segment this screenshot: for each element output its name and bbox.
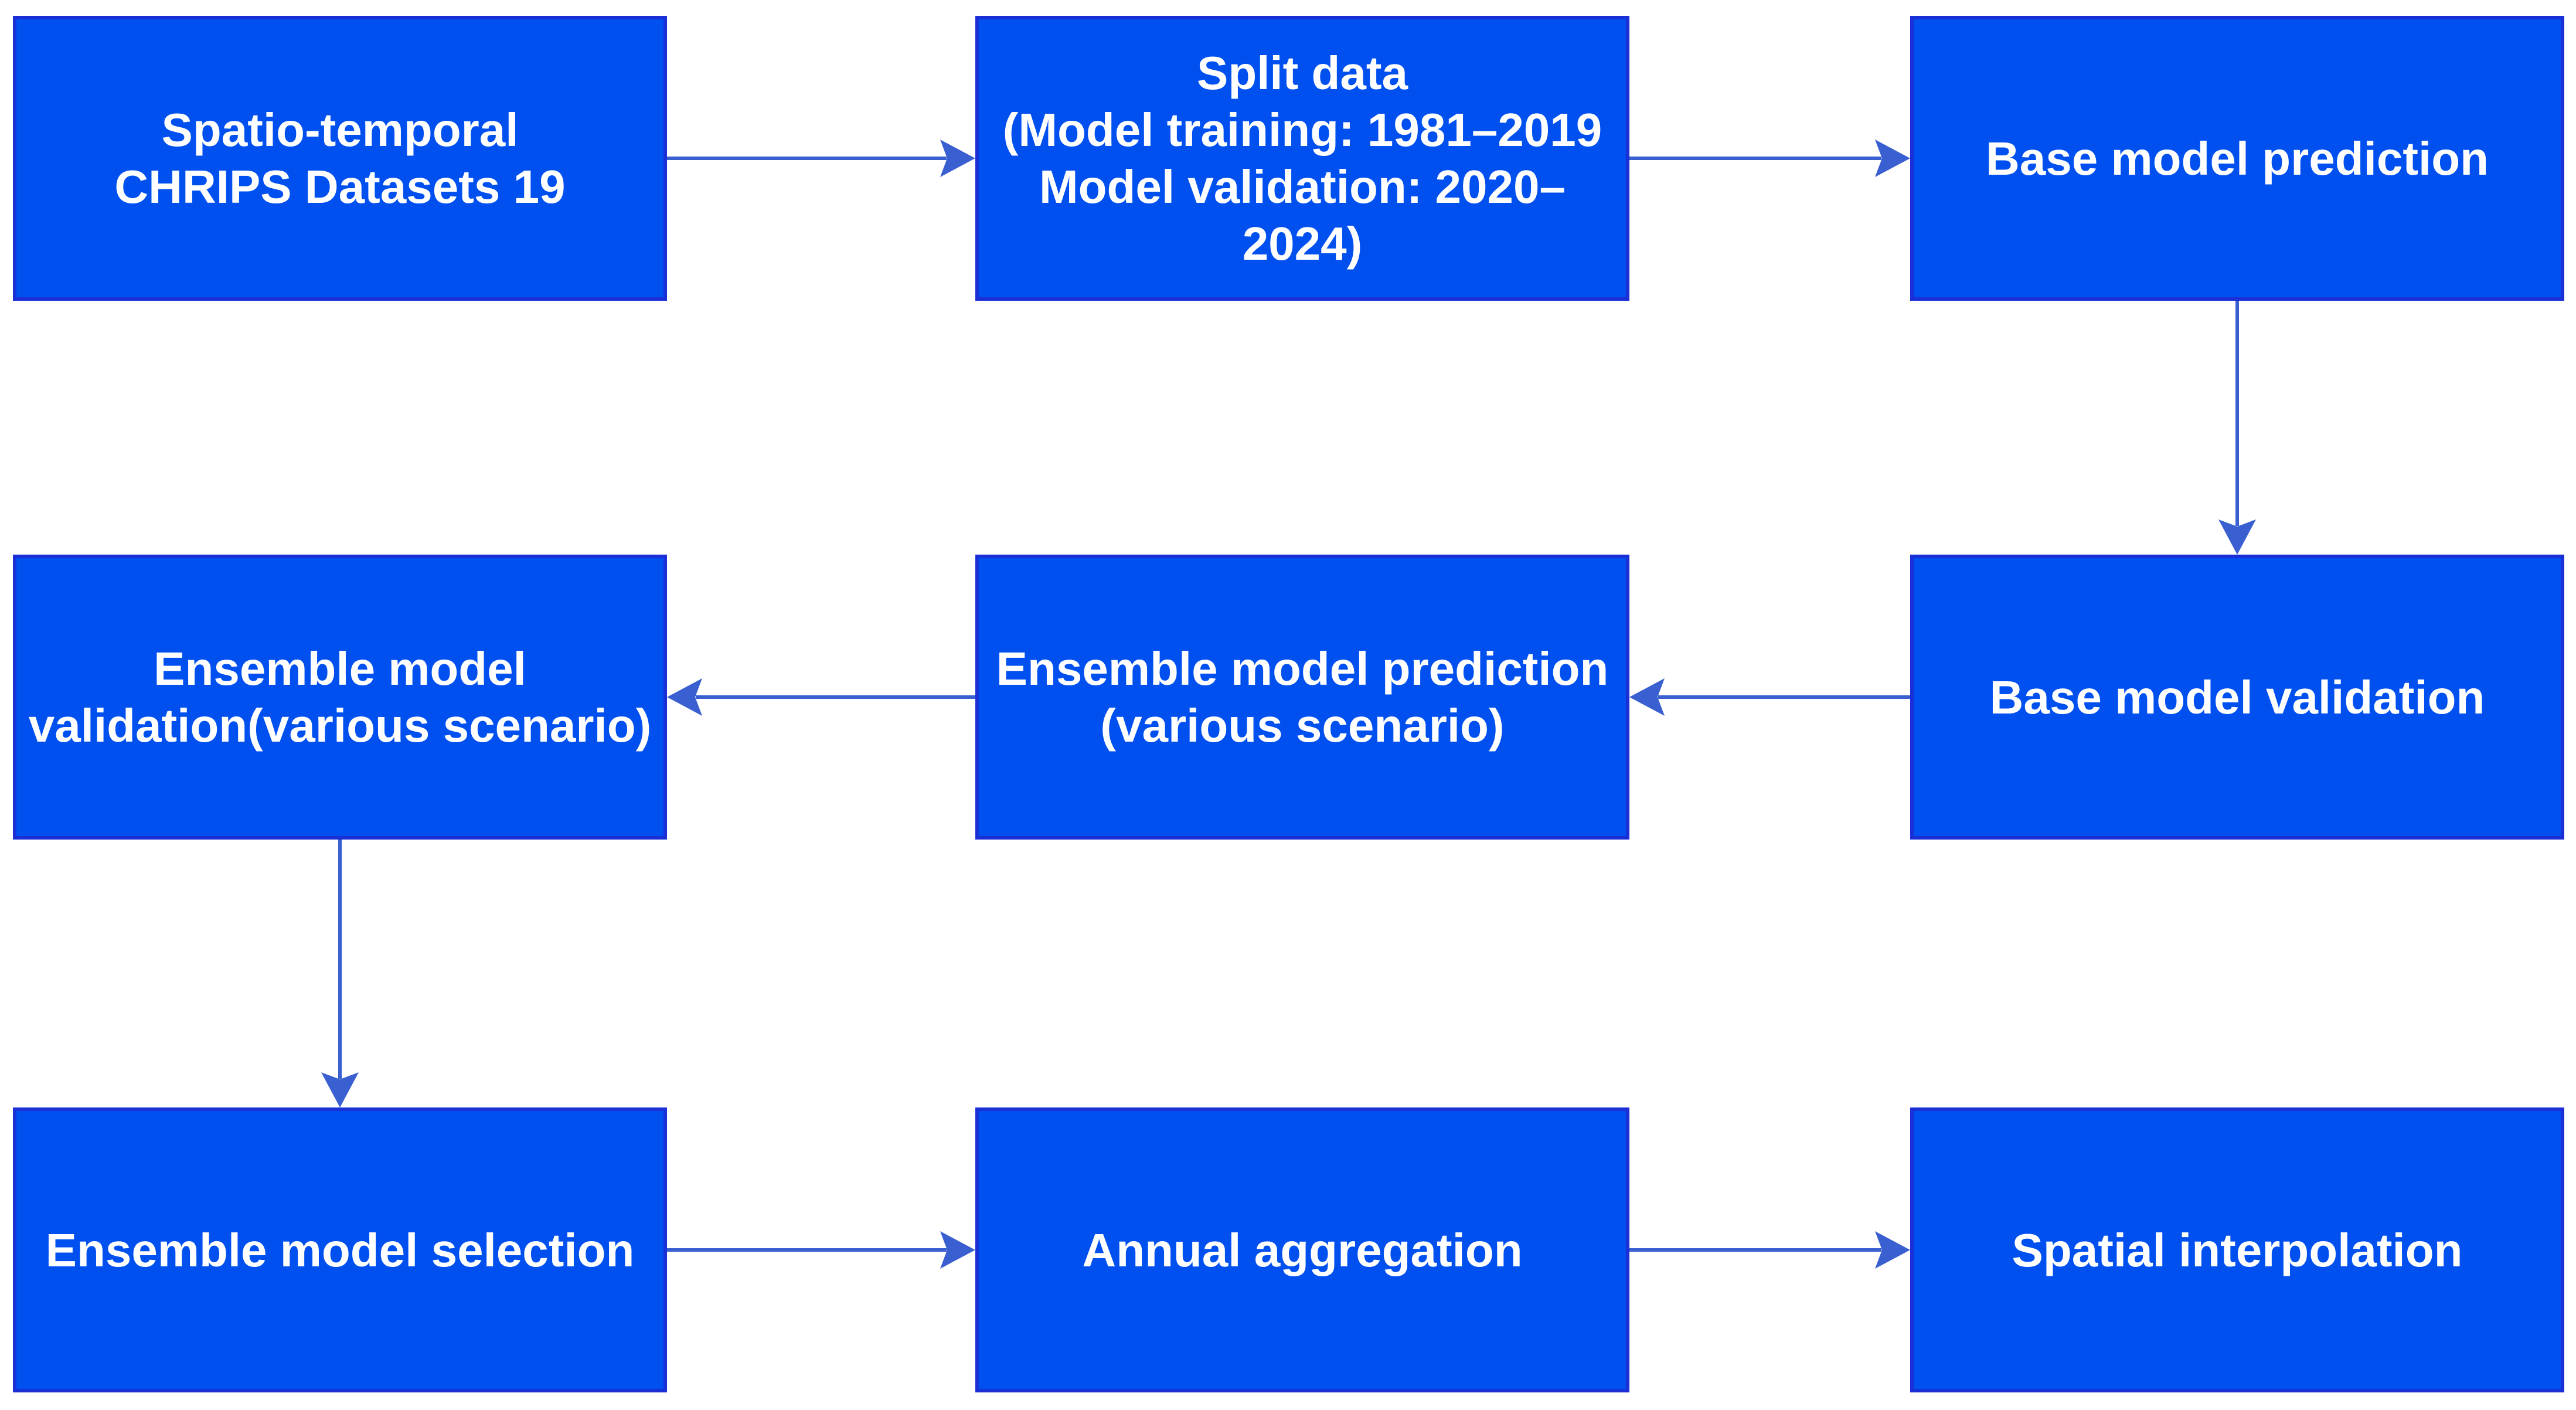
node-label-line: Split data xyxy=(1196,47,1408,99)
node-split-data: Split data (Model training: 1981–2019 Mo… xyxy=(975,16,1629,301)
node-label-line: (various scenario) xyxy=(1100,699,1505,752)
arrow-base-prediction-to-base-validation xyxy=(2218,301,2256,555)
arrow-ensemble-validation-to-ensemble-selection xyxy=(321,840,359,1107)
node-base-model-prediction: Base model prediction xyxy=(1910,16,2564,301)
arrow-ensemble-selection-to-annual-aggregation xyxy=(667,1231,975,1269)
node-annual-aggregation: Annual aggregation xyxy=(975,1107,1629,1392)
node-spatio-temporal-datasets: Spatio-temporal CHRIPS Datasets 19 xyxy=(13,16,667,301)
arrow-base-validation-to-ensemble-prediction xyxy=(1629,678,1910,716)
node-label-line: Ensemble model xyxy=(154,643,526,695)
node-base-model-validation: Base model validation xyxy=(1910,555,2564,840)
node-label-line: 2024) xyxy=(1242,218,1363,270)
node-label-line: validation(various scenario) xyxy=(28,699,652,752)
node-ensemble-model-validation: Ensemble model validation(various scenar… xyxy=(13,555,667,840)
node-label-line: Annual aggregation xyxy=(1082,1224,1523,1276)
arrow-annual-aggregation-to-spatial-interpolation xyxy=(1629,1231,1910,1269)
node-label-line: Spatio-temporal xyxy=(161,104,519,156)
arrow-ensemble-prediction-to-ensemble-validation xyxy=(667,678,975,716)
arrow-datasets-to-split xyxy=(667,140,975,177)
node-ensemble-model-prediction: Ensemble model prediction (various scena… xyxy=(975,555,1629,840)
arrow-split-to-base-prediction xyxy=(1629,140,1910,177)
node-label-line: Ensemble model selection xyxy=(45,1224,635,1276)
node-label-line: Base model prediction xyxy=(1986,132,2489,185)
node-spatial-interpolation: Spatial interpolation xyxy=(1910,1107,2564,1392)
node-label-line: CHRIPS Datasets 19 xyxy=(114,161,566,213)
node-label-line: (Model training: 1981–2019 xyxy=(1002,104,1602,156)
node-label-line: Model validation: 2020– xyxy=(1039,161,1566,213)
node-ensemble-model-selection: Ensemble model selection xyxy=(13,1107,667,1392)
node-label-line: Spatial interpolation xyxy=(2012,1224,2463,1276)
node-label-line: Ensemble model prediction xyxy=(996,643,1609,695)
node-label-line: Base model validation xyxy=(1989,671,2485,723)
